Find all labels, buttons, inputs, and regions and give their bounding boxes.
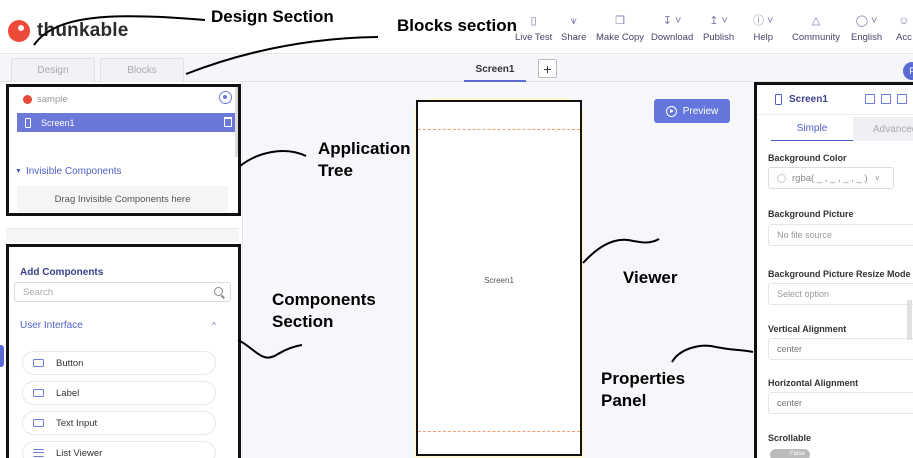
tab-screen1[interactable]: Screen1 <box>464 58 526 82</box>
menu-help[interactable]: ⓘ ˅ Help <box>753 15 774 44</box>
horizontal-alignment-label: Horizontal Alignment <box>768 378 859 388</box>
menu-publish[interactable]: ↥ ˅ Publish <box>703 15 735 44</box>
add-components-title: Add Components <box>20 267 104 278</box>
menu-live-test[interactable]: ▯ Live Test <box>515 15 553 44</box>
resize-mode-label: Background Picture Resize Mode <box>768 269 911 279</box>
components-section: Add Components User Interface ^ Button L… <box>6 244 241 458</box>
bottom-bar-guide <box>418 431 580 432</box>
background-color-picker[interactable]: rgba( _ , _ , _ , _ ) ˅ <box>768 167 894 189</box>
label-icon <box>33 389 44 397</box>
tab-simple[interactable]: Simple <box>771 117 853 141</box>
menu-make-copy[interactable]: ❐ Make Copy <box>596 15 645 44</box>
annotation-application-tree-2: Tree <box>318 161 353 180</box>
viewer-canvas: Preview Screen1 <box>244 82 754 458</box>
add-folder-icon[interactable] <box>865 94 875 104</box>
list-icon <box>33 449 44 457</box>
menu-community[interactable]: △ Community <box>792 15 841 44</box>
properties-panel: Screen1 Simple Advanced Background Color… <box>754 82 913 458</box>
scrollable-toggle[interactable]: False <box>770 449 810 458</box>
horizontal-alignment-select[interactable]: center <box>768 392 913 414</box>
thunkable-logo-icon <box>8 20 30 42</box>
annotation-viewer: Viewer <box>623 268 678 287</box>
background-picture-field[interactable]: No file source <box>768 224 913 246</box>
button-icon <box>33 359 44 367</box>
chevron-down-icon: ˅ <box>875 174 880 183</box>
tree-app-row[interactable]: sample <box>23 94 68 105</box>
play-icon <box>665 105 677 117</box>
phone-icon <box>775 94 782 105</box>
globe-icon: ◯ ˅ <box>855 15 878 27</box>
download-icon: ↧ ˅ <box>662 15 682 27</box>
tree-screen-row[interactable]: Screen1 <box>17 113 238 132</box>
copy-icon: ❐ <box>615 15 625 27</box>
preview-button[interactable]: Preview <box>654 99 730 123</box>
scrollable-label: Scrollable <box>768 433 812 443</box>
annotation-blocks-section: Blocks section <box>397 16 517 35</box>
left-panel: sample Screen1 ▼ Invisible Components Dr… <box>0 82 243 458</box>
vertical-alignment-select[interactable]: center <box>768 338 913 360</box>
application-tree: sample Screen1 ▼ Invisible Components Dr… <box>6 84 241 216</box>
collapse-handle[interactable] <box>0 345 4 367</box>
tab-blocks[interactable]: Blocks <box>100 58 184 82</box>
menu-download[interactable]: ↧ ˅ Download <box>651 15 694 44</box>
background-picture-label: Background Picture <box>768 209 854 219</box>
invisible-components-toggle[interactable]: ▼ Invisible Components <box>15 166 122 177</box>
screen-name: Screen1 <box>41 117 75 128</box>
tree-scrollbar[interactable] <box>235 87 238 157</box>
component-text-input[interactable]: Text Input <box>22 411 216 435</box>
components-search-input[interactable] <box>14 282 231 302</box>
background-color-label: Background Color <box>768 153 847 163</box>
properties-scrollbar[interactable] <box>907 300 912 340</box>
avatar[interactable]: F <box>903 62 913 80</box>
tab-advanced[interactable]: Advanced <box>853 117 913 141</box>
text-input-icon <box>33 419 44 427</box>
annotation-design-section: Design Section <box>211 7 334 26</box>
invisible-drop-zone[interactable]: Drag Invisible Components here <box>17 186 228 212</box>
component-list-viewer[interactable]: List Viewer <box>22 441 216 458</box>
app-name: sample <box>37 94 68 105</box>
tab-design[interactable]: Design <box>11 58 95 82</box>
caret-down-icon: ▼ <box>15 168 22 175</box>
edit-icon[interactable] <box>897 94 907 104</box>
properties-screen-title: Screen1 <box>789 94 828 105</box>
component-button[interactable]: Button <box>22 351 216 375</box>
panel-divider[interactable] <box>6 228 239 242</box>
annotation-components-2: Section <box>272 312 334 331</box>
publish-icon: ↥ ˅ <box>709 15 728 27</box>
add-screen-button[interactable]: + <box>538 59 557 78</box>
community-icon: △ <box>811 15 821 27</box>
status-bar-guide <box>418 129 580 130</box>
properties-header: Screen1 <box>757 85 913 115</box>
annotation-properties-1: Properties <box>601 369 686 388</box>
top-bar: thunkable ▯ Live Test ⩛ Share ❐ Make Cop… <box>0 0 913 54</box>
phone-screen[interactable]: Screen1 <box>416 100 582 456</box>
annotation-properties-2: Panel <box>601 391 647 410</box>
phone-icon <box>25 117 31 128</box>
app-icon <box>23 95 32 104</box>
account-icon: ☺ <box>898 15 910 27</box>
user-interface-section[interactable]: User Interface <box>20 320 83 331</box>
properties-toolbar <box>865 94 907 104</box>
menu-share[interactable]: ⩛ Share <box>561 15 587 44</box>
annotation-components-1: Components <box>272 290 376 309</box>
resize-mode-select[interactable]: Select option <box>768 283 913 305</box>
share-icon: ⩛ <box>570 15 577 27</box>
layout-icon[interactable] <box>881 94 891 104</box>
component-label[interactable]: Label <box>22 381 216 405</box>
menu-language[interactable]: ◯ ˅ English <box>851 15 883 44</box>
resize-handle[interactable]: ... <box>119 237 130 247</box>
search-icon <box>214 287 223 296</box>
viewer-screen-label: Screen1 <box>484 276 514 285</box>
gear-icon[interactable] <box>219 91 232 104</box>
trash-icon[interactable] <box>224 117 232 127</box>
chevron-up-icon[interactable]: ^ <box>212 321 216 330</box>
info-icon: ⓘ ˅ <box>753 15 774 27</box>
tab-bar: Design Blocks Screen1 + F <box>0 54 913 82</box>
color-swatch-icon <box>777 173 786 183</box>
phone-icon: ▯ <box>530 15 537 27</box>
menu-account[interactable]: ☺ Acc <box>896 15 912 44</box>
vertical-alignment-label: Vertical Alignment <box>768 324 847 334</box>
annotation-application-tree-1: Application <box>318 139 411 158</box>
